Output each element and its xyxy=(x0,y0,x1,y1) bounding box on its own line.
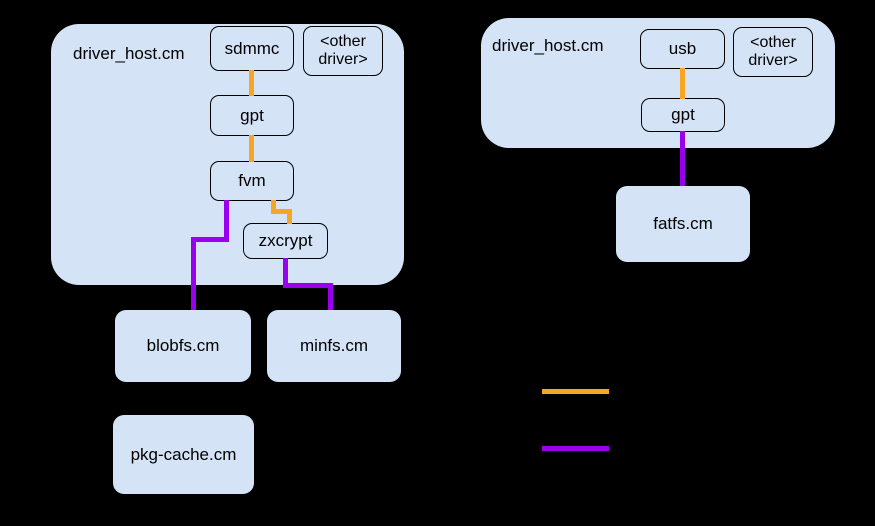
driver-box-gpt-right[interactable]: gpt xyxy=(641,98,725,132)
legend-swatch-orange-connector xyxy=(542,389,609,394)
driver-box-fvm[interactable]: fvm xyxy=(210,161,294,201)
connector-fvm-to-blobfs-segment-3 xyxy=(191,237,196,312)
driver-box-other-driver-left[interactable]: <other driver> xyxy=(303,26,383,76)
connector-zxcrypt-to-minfs-segment-3 xyxy=(328,283,333,312)
driver-box-other-driver-right[interactable]: <other driver> xyxy=(733,27,813,77)
driver-box-sdmmc[interactable]: sdmmc xyxy=(210,26,294,71)
component-box-pkg-cache[interactable]: pkg-cache.cm xyxy=(113,415,254,494)
driver-box-usb[interactable]: usb xyxy=(640,29,725,69)
legend-swatch-purple-connector xyxy=(542,446,609,451)
connector-usb-to-gpt xyxy=(680,68,685,99)
connector-zxcrypt-to-minfs-segment-1 xyxy=(283,258,288,288)
connector-fvm-to-zxcrypt-segment-2 xyxy=(271,209,292,214)
connector-fvm-to-blobfs-segment-1 xyxy=(224,200,229,242)
component-box-blobfs[interactable]: blobfs.cm xyxy=(115,310,251,382)
driver-box-gpt-left[interactable]: gpt xyxy=(210,95,294,136)
connector-fvm-to-zxcrypt-segment-3 xyxy=(287,209,292,224)
component-box-minfs[interactable]: minfs.cm xyxy=(267,310,401,382)
component-box-fatfs[interactable]: fatfs.cm xyxy=(616,186,750,262)
connector-sdmmc-to-gpt xyxy=(249,70,254,96)
right-driver-host-label: driver_host.cm xyxy=(492,36,604,55)
connector-fvm-to-zxcrypt-segment-1 xyxy=(271,200,276,214)
left-driver-host-label: driver_host.cm xyxy=(73,44,185,63)
connector-zxcrypt-to-minfs-segment-2 xyxy=(283,283,333,288)
connector-fvm-to-blobfs-segment-2 xyxy=(191,237,229,242)
connector-gpt-to-fatfs xyxy=(680,131,685,187)
connector-gpt-to-fvm xyxy=(249,135,254,162)
driver-box-zxcrypt[interactable]: zxcrypt xyxy=(243,223,328,259)
